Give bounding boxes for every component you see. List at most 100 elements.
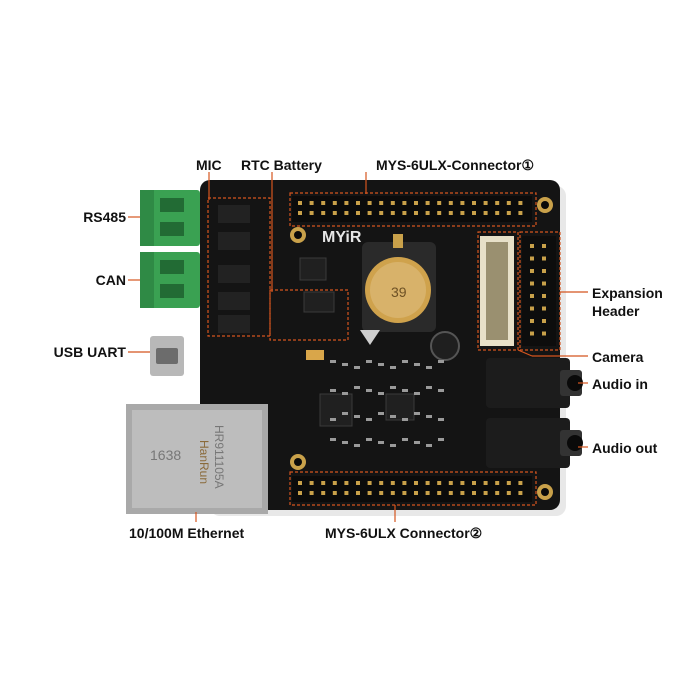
header-pin (542, 244, 546, 248)
header-pin (460, 211, 465, 215)
label-rs485: RS485 (83, 209, 126, 225)
smd-part (330, 418, 336, 421)
smd-part (402, 438, 408, 441)
label-expansion-line1: Expansion (592, 285, 663, 301)
smd-part (414, 363, 420, 366)
header-pin (495, 481, 500, 485)
header-pin (425, 491, 430, 495)
label-can: CAN (95, 272, 126, 288)
smd-part (354, 386, 360, 389)
smd-part (342, 412, 348, 415)
label-rtc-battery: RTC Battery (241, 157, 322, 173)
header-pin (402, 491, 407, 495)
header-pin (460, 491, 465, 495)
label-connector2: MYS-6ULX Connector② (325, 525, 483, 541)
header-pin (425, 211, 430, 215)
label-audio-in: Audio in (592, 376, 648, 392)
header-pin (367, 211, 372, 215)
header-pin (483, 491, 488, 495)
header-pin (518, 481, 523, 485)
header-pin (356, 481, 360, 485)
header-pin (356, 201, 360, 205)
header-pin (321, 201, 326, 205)
pcb-board (200, 180, 560, 510)
header-pin (483, 211, 488, 215)
header-pin (332, 491, 337, 495)
header-pin (530, 331, 534, 336)
header-pin (437, 201, 442, 205)
header-pin (379, 481, 384, 485)
header-pin (356, 491, 360, 495)
header-pin (542, 294, 546, 298)
smd-part (414, 412, 420, 415)
header-pin (542, 281, 546, 286)
header-pin (518, 491, 523, 495)
usb-uart-connector (150, 336, 184, 376)
header-pin (425, 481, 430, 485)
smd-part (426, 366, 432, 369)
label-camera: Camera (592, 349, 644, 365)
smd-part (390, 415, 396, 418)
rj45-model: HR911105A (212, 425, 226, 489)
header-pin (344, 491, 349, 495)
label-usb-uart: USB UART (53, 344, 126, 360)
header-pin (542, 319, 546, 323)
header-pin (530, 281, 534, 286)
smd-part (426, 415, 432, 418)
smd-part (402, 360, 408, 363)
header-pin (530, 244, 534, 248)
capacitor (306, 350, 324, 360)
header-pin (518, 211, 523, 215)
header-pin (332, 201, 337, 205)
header-pin (390, 211, 395, 215)
smd-part (354, 415, 360, 418)
header-pin (448, 491, 453, 495)
header-pin (472, 201, 476, 205)
header-pin (495, 211, 500, 215)
smd-part (366, 438, 372, 441)
header-pin (309, 481, 314, 485)
header-pin (495, 491, 500, 495)
smd-part (342, 392, 348, 395)
chip (299, 257, 327, 281)
smd-part (438, 360, 444, 363)
header-pin (321, 481, 326, 485)
header-pin (542, 256, 546, 261)
header-pin (298, 481, 302, 485)
header-pin (402, 211, 407, 215)
header-pin (390, 201, 395, 205)
header-pin (506, 491, 511, 495)
header-pin (437, 211, 442, 215)
header-pin (472, 481, 476, 485)
connector2-header (292, 476, 532, 502)
header-pin (402, 201, 407, 205)
label-mic: MIC (196, 157, 222, 173)
header-pin (530, 256, 534, 261)
header-pin (390, 481, 395, 485)
can-terminal (140, 252, 200, 308)
smd-part (414, 392, 420, 395)
header-pin (379, 201, 384, 205)
smd-part (426, 444, 432, 447)
rtc-battery-cell: 39 (362, 234, 436, 332)
header-pin (309, 201, 314, 205)
smd-part (390, 366, 396, 369)
header-pin (495, 201, 500, 205)
header-pin (437, 481, 442, 485)
header-pin (344, 481, 349, 485)
header-pin (367, 481, 372, 485)
callout-boxes (207, 192, 561, 506)
camera-connector (480, 236, 514, 346)
header-pin (448, 481, 453, 485)
ethernet-jack: 1638 HanRun HR911105A (126, 404, 268, 514)
smd-part (342, 441, 348, 444)
header-pin (379, 491, 384, 495)
protection-components (218, 205, 250, 333)
label-audio-out: Audio out (592, 440, 658, 456)
header-pin (483, 481, 488, 485)
smd-part (390, 386, 396, 389)
header-pin (542, 269, 546, 273)
header-pin (309, 211, 314, 215)
